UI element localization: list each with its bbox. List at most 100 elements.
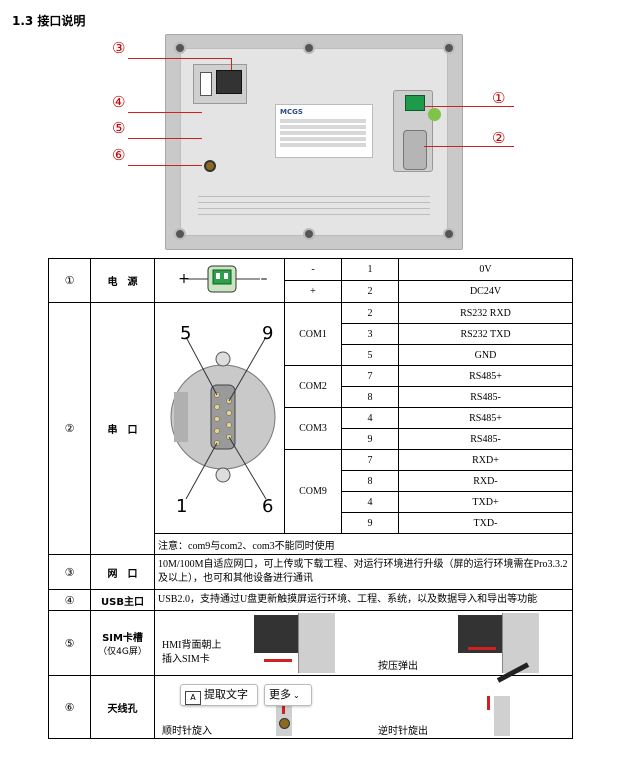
table-row: ⑤ SIM卡槽 （仅4G屏） HMI背面朝上 插入SIM卡 按压弹出	[48, 610, 573, 676]
extract-text-label: 提取文字	[204, 688, 248, 701]
antenna-panel-icon	[494, 696, 510, 736]
screw-icon	[443, 42, 455, 54]
pin-number: 4	[341, 491, 399, 513]
screw-icon	[303, 228, 315, 240]
pin-number: 9	[341, 428, 399, 450]
serial-connector-figure: 5 9 1 6	[154, 302, 285, 534]
interface-spec-table: ① 电 源 + – - 1 0V + 2 DC24V ② 串 口	[48, 258, 573, 739]
callout-1: ①	[492, 89, 506, 107]
com-group: COM9	[284, 449, 342, 534]
pin-number: 7	[341, 365, 399, 387]
row-subname: （仅4G屏）	[98, 647, 147, 657]
com-group: COM1	[284, 302, 342, 366]
power-terminal-icon	[405, 95, 425, 111]
vent-line	[198, 202, 430, 203]
row-description: USB2.0，支持通过U盘更新触摸屏运行环境、工程、系统，以及数据导入和导出等功…	[154, 589, 573, 611]
row-number: ⑥	[48, 675, 91, 739]
pin-signal: RS485-	[398, 386, 573, 408]
row-number: ①	[48, 258, 91, 303]
row-name-text: SIM卡槽	[102, 633, 143, 644]
section-heading: 1.3 接口说明	[12, 14, 86, 28]
pin-signal: RS485+	[398, 365, 573, 387]
row-name: 天线孔	[90, 675, 155, 739]
callout-line	[128, 112, 202, 113]
pin-number: 2	[341, 302, 399, 324]
callout-line	[424, 146, 514, 147]
insert-arrow-icon	[264, 659, 292, 662]
db9-port-icon	[403, 130, 427, 170]
antenna-hole-icon	[279, 718, 290, 729]
row-number: ③	[48, 554, 91, 590]
table-row: COM2 7 RS485+	[49, 365, 573, 408]
sim-card-icon	[254, 615, 300, 653]
sim-caption-left: HMI背面朝上 插入SIM卡	[162, 639, 221, 667]
pin-group: -	[284, 258, 342, 281]
sim-caption-right: 按压弹出	[378, 661, 418, 672]
pin-label-6: 6	[262, 496, 273, 517]
product-label: MCGS	[275, 104, 373, 158]
com-group: COM3	[284, 407, 342, 450]
table-row: ② 串 口 5 9 1 6 C	[48, 302, 573, 555]
table-row: ③ 网 口 10M/100M自适应网口，可上传或下载工程、对运行环境进行升级（屏…	[48, 554, 573, 590]
green-sticker-icon	[428, 108, 441, 121]
power-connector-figure: + –	[154, 258, 285, 303]
row-name: 网 口	[90, 554, 155, 590]
row-description: 10M/100M自适应网口，可上传或下载工程、对运行环境进行升级（屏的运行环境需…	[154, 554, 573, 590]
pin-signal: RXD+	[398, 449, 573, 471]
pin-number: 9	[341, 512, 399, 534]
callout-5: ⑤	[112, 119, 126, 137]
sim-card-icon	[458, 615, 504, 653]
row-number: ⑤	[48, 610, 91, 676]
pin-signal: GND	[398, 344, 573, 366]
power-connector-icon: + –	[178, 265, 268, 293]
more-label: 更多	[269, 688, 291, 701]
more-button[interactable]: 更多⌄	[264, 684, 312, 706]
table-row: ④ USB主口 USB2.0，支持通过U盘更新触摸屏运行环境、工程、系统，以及数…	[48, 589, 573, 611]
vent-line	[198, 214, 430, 215]
chevron-down-icon: ⌄	[293, 691, 300, 700]
pin-signal: DC24V	[398, 280, 573, 303]
usb-port-icon	[200, 72, 212, 96]
vent-line	[198, 196, 430, 197]
antenna-caption-left: 顺时针旋入	[162, 726, 212, 737]
pin-number: 1	[341, 258, 399, 281]
ethernet-port-icon	[216, 70, 242, 94]
pin-signal: 0V	[398, 258, 573, 281]
callout-3: ③	[112, 39, 126, 57]
row-name: SIM卡槽 （仅4G屏）	[90, 610, 155, 676]
table-row: ① 电 源 + – - 1 0V	[48, 258, 573, 303]
vent-line	[198, 208, 430, 209]
pin-label-1: 1	[176, 496, 187, 517]
callout-line	[424, 106, 514, 107]
screw-icon	[174, 42, 186, 54]
pin-label-9: 9	[262, 323, 273, 344]
com-group: COM2	[284, 365, 342, 408]
screw-icon	[303, 42, 315, 54]
sim-slot-icon	[298, 613, 335, 673]
pin-signal: TXD+	[398, 491, 573, 513]
pin-signal: TXD-	[398, 512, 573, 534]
callout-line	[128, 58, 232, 59]
db9-connector-icon: 5 9 1 6	[170, 323, 276, 517]
callout-line	[128, 138, 202, 139]
sim-card-figure: HMI背面朝上 插入SIM卡 按压弹出	[154, 610, 573, 676]
svg-text:–: –	[261, 271, 268, 287]
callout-line	[128, 165, 202, 166]
text-scan-icon: A	[185, 691, 201, 705]
pin-number: 7	[341, 449, 399, 471]
antenna-hole-icon	[204, 160, 216, 172]
sim-caption-line-1: HMI背面朝上	[162, 640, 222, 651]
sim-slot-icon	[502, 613, 539, 673]
pin-signal: RS485+	[398, 407, 573, 429]
pin-number: 8	[341, 386, 399, 408]
pin-number: 2	[341, 280, 399, 303]
callout-line	[231, 58, 232, 70]
pin-label-5: 5	[180, 323, 191, 344]
pin-number: 5	[341, 344, 399, 366]
table-row: COM3 4 RS485+	[49, 407, 573, 450]
pin-signal: RS232 RXD	[398, 302, 573, 324]
row-number: ④	[48, 589, 91, 611]
eject-arrow-icon	[468, 647, 496, 650]
